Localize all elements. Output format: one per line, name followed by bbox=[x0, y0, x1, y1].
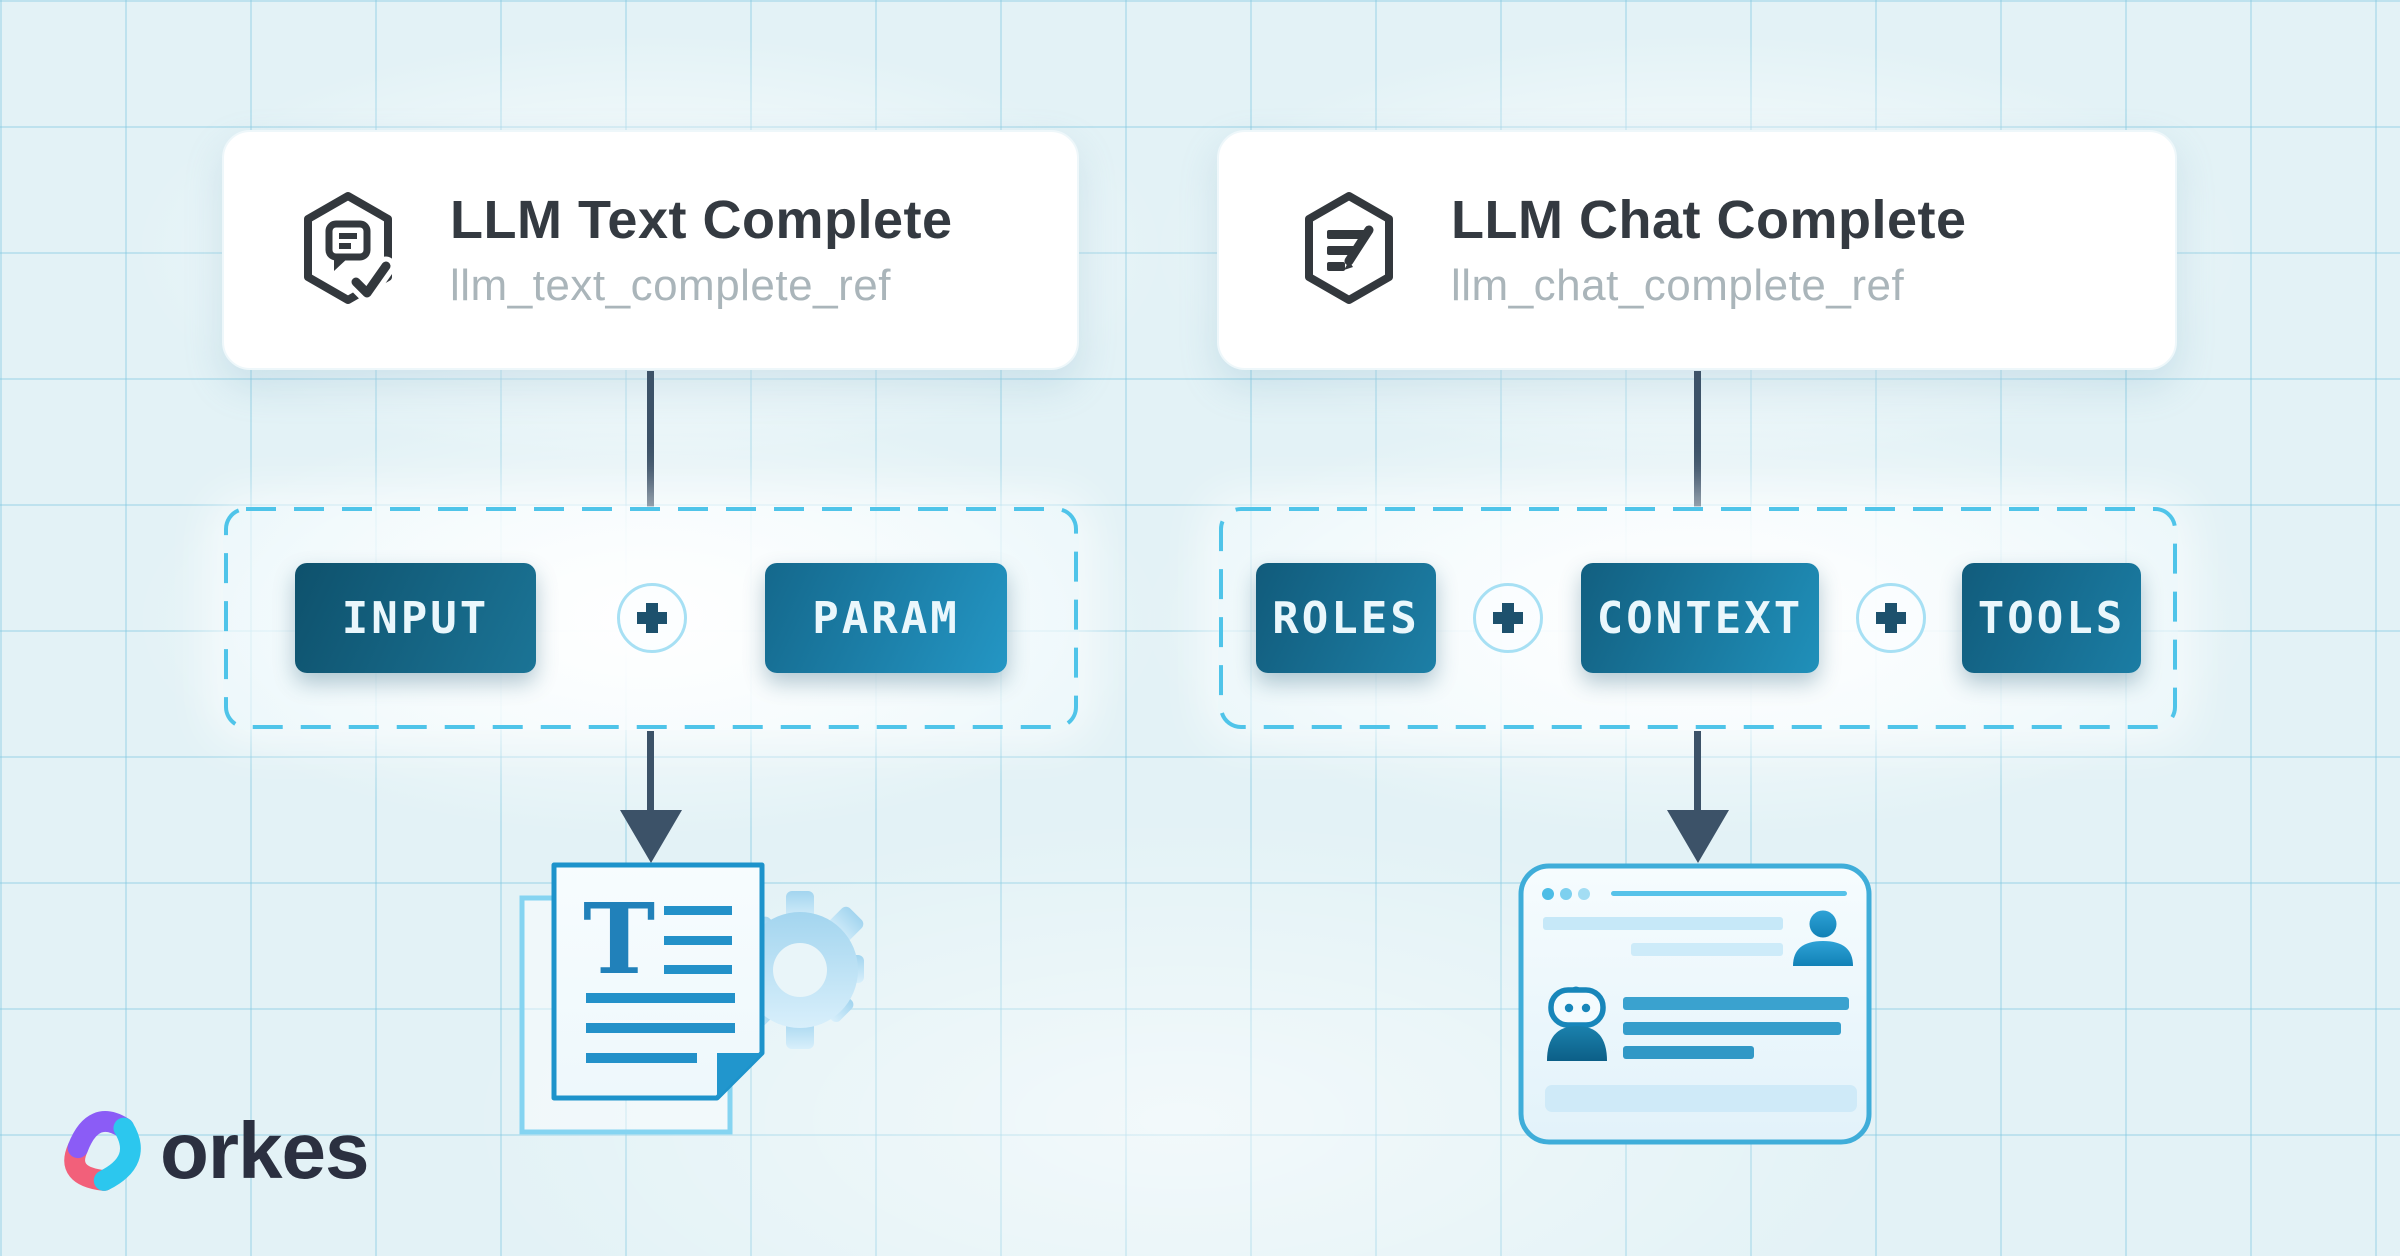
task-card-llm-chat-complete: LLM Chat Complete llm_chat_complete_ref bbox=[1217, 130, 2177, 370]
chip-param: PARAM bbox=[765, 563, 1007, 673]
page-fold bbox=[717, 1053, 762, 1098]
orkes-wordmark: orkes bbox=[160, 1106, 369, 1195]
card-title: LLM Text Complete bbox=[450, 190, 953, 250]
connector-line-right bbox=[1694, 371, 1701, 507]
arrow-down-icon bbox=[1667, 810, 1729, 863]
orkes-logo: orkes bbox=[58, 1104, 369, 1198]
task-card-llm-text-complete: LLM Text Complete llm_text_complete_ref bbox=[222, 130, 1079, 370]
chip-roles: ROLES bbox=[1256, 563, 1436, 673]
hexagon-chat-check-icon bbox=[304, 192, 396, 304]
plus-icon bbox=[617, 583, 687, 653]
arrow-shaft-left bbox=[647, 731, 654, 813]
chat-window-illustration bbox=[1518, 863, 1872, 1145]
plus-icon bbox=[1856, 583, 1926, 653]
orkes-triangle-swirl-mark bbox=[64, 1111, 141, 1191]
connector-line-left bbox=[647, 371, 654, 507]
window-dots-icon bbox=[1542, 888, 1590, 900]
user-icon bbox=[1793, 910, 1853, 966]
document-gear-illustration: T bbox=[519, 862, 864, 1135]
chip-tools: TOOLS bbox=[1962, 563, 2141, 673]
chat-input-bar bbox=[1545, 1085, 1857, 1112]
card-text-block: LLM Chat Complete llm_chat_complete_ref bbox=[1451, 189, 1967, 311]
chip-context: CONTEXT bbox=[1581, 563, 1819, 673]
card-text-block: LLM Text Complete llm_text_complete_ref bbox=[450, 189, 953, 311]
user-message-bars bbox=[1543, 917, 1783, 956]
title-bar-line bbox=[1611, 891, 1847, 896]
dashed-border bbox=[1219, 507, 2177, 729]
card-reference-name: llm_text_complete_ref bbox=[450, 261, 891, 310]
bot-message-bars bbox=[1623, 997, 1849, 1059]
robot-icon bbox=[1547, 986, 1607, 1061]
dashed-border bbox=[224, 507, 1078, 729]
plus-icon bbox=[1473, 583, 1543, 653]
hexagon-document-edit-icon bbox=[1305, 192, 1393, 304]
card-title: LLM Chat Complete bbox=[1451, 190, 1967, 250]
arrow-down-icon bbox=[620, 810, 682, 863]
card-reference-name: llm_chat_complete_ref bbox=[1451, 261, 1905, 310]
chip-input: INPUT bbox=[295, 563, 536, 673]
arrow-shaft-right bbox=[1694, 731, 1701, 813]
letter-T-glyph: T bbox=[583, 882, 655, 996]
